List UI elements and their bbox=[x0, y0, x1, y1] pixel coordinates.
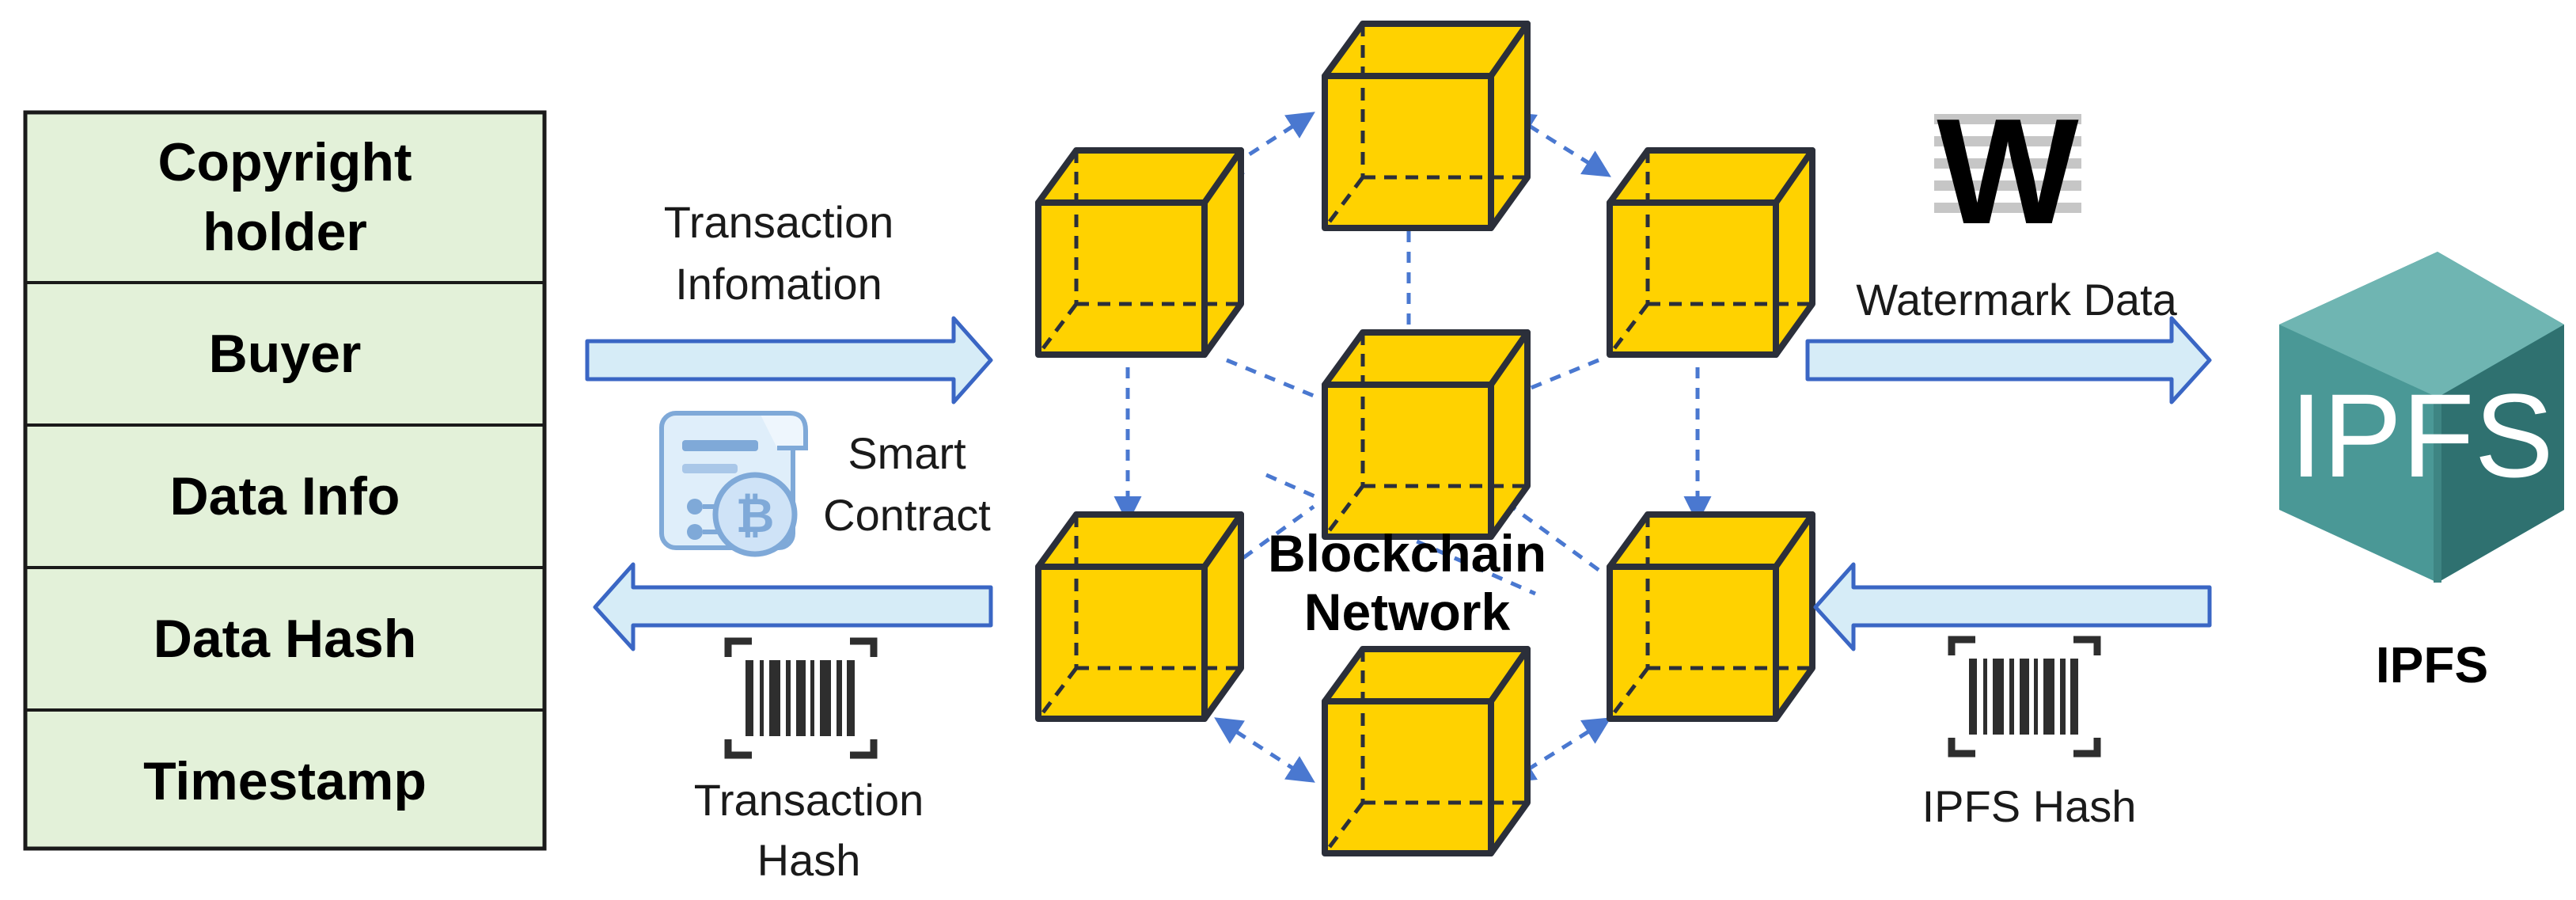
table-row-buyer: Buyer bbox=[209, 324, 362, 384]
arrow-transaction-hash bbox=[593, 562, 993, 651]
blockchain-network bbox=[1038, 24, 1812, 853]
table-row-data-hash: Data Hash bbox=[154, 609, 417, 669]
table-row-timestamp: Timestamp bbox=[143, 751, 427, 811]
smart-contract-icon: ₿ bbox=[659, 411, 808, 557]
label-smart-contract-1: Smart bbox=[848, 428, 966, 478]
arrow-transaction-info bbox=[585, 316, 993, 404]
cube-bottom bbox=[1325, 649, 1527, 853]
svg-text:₿: ₿ bbox=[736, 488, 775, 544]
cube-lower-left bbox=[1038, 515, 1241, 719]
label-blockchain-2: Network bbox=[1304, 583, 1511, 641]
record-table: Copyright holder Buyer Data Info Data Ha… bbox=[23, 110, 547, 851]
cube-upper-left bbox=[1038, 150, 1241, 355]
arrow-ipfs-hash bbox=[1813, 562, 2212, 651]
cube-lower-right bbox=[1610, 515, 1812, 719]
cube-upper-right bbox=[1610, 150, 1812, 355]
svg-text:IPFS: IPFS bbox=[2290, 369, 2553, 502]
svg-text:W: W bbox=[1937, 88, 2079, 256]
label-transaction-hash-2: Hash bbox=[757, 835, 861, 885]
arrow-watermark-data bbox=[1805, 316, 2212, 404]
label-transaction-info-1: Transaction bbox=[664, 197, 894, 247]
label-ipfs: IPFS bbox=[2376, 636, 2488, 693]
cube-center bbox=[1325, 332, 1527, 537]
cube-top bbox=[1325, 24, 1527, 228]
table-row-copyright-line1: Copyright bbox=[157, 132, 412, 192]
table-row-data-info: Data Info bbox=[170, 466, 400, 526]
ipfs-logo: IPFS bbox=[2279, 252, 2564, 583]
label-smart-contract-2: Contract bbox=[823, 490, 991, 540]
label-ipfs-hash: IPFS Hash bbox=[1922, 781, 2137, 831]
barcode-icon-ipfs bbox=[1952, 640, 2097, 754]
label-transaction-info-2: Infomation bbox=[675, 259, 882, 309]
label-watermark-data: Watermark Data bbox=[1856, 275, 2177, 325]
barcode-icon-transaction bbox=[728, 641, 874, 755]
watermark-logo: W bbox=[1934, 88, 2081, 256]
table-row-copyright-line2: holder bbox=[203, 202, 367, 262]
label-transaction-hash-1: Transaction bbox=[694, 775, 924, 825]
label-blockchain-1: Blockchain bbox=[1268, 524, 1546, 583]
